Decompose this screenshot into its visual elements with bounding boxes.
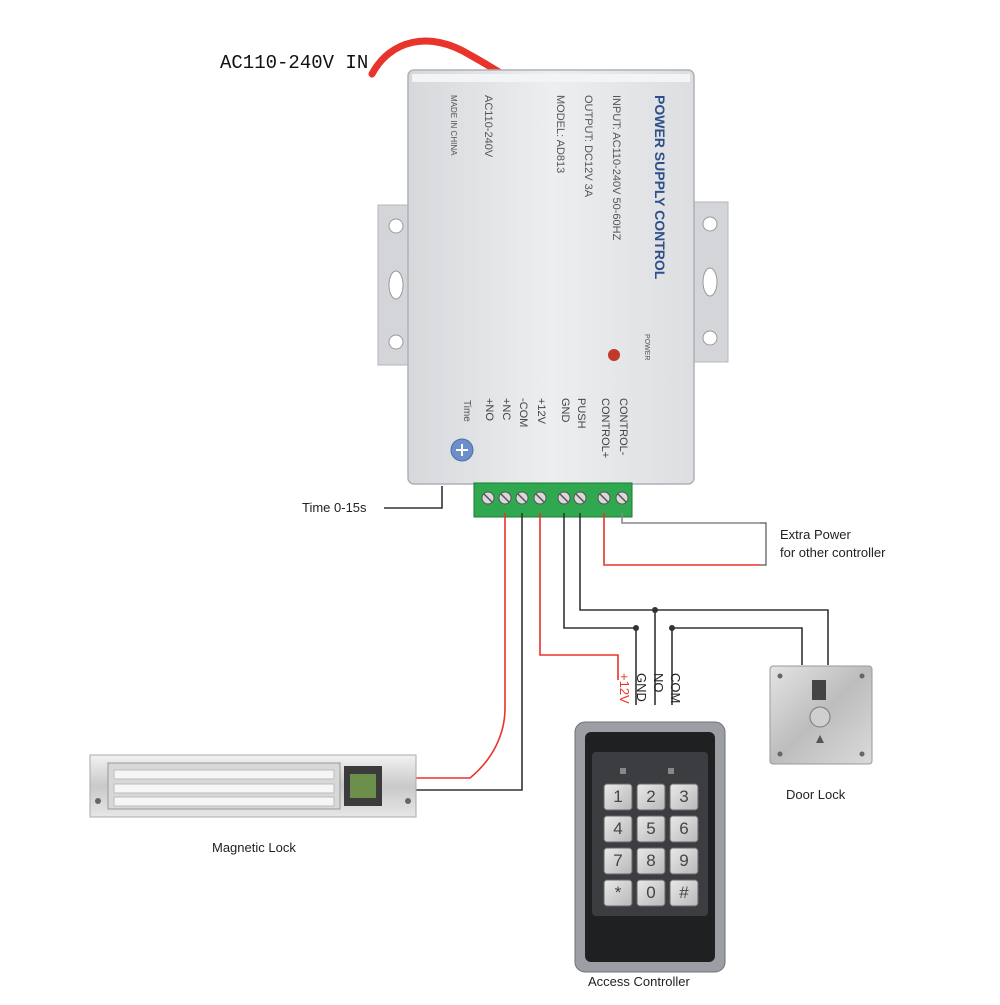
extra-power-bracket: [760, 522, 767, 566]
keypad-key-label: #: [679, 883, 689, 902]
door-icon: [812, 680, 826, 700]
keypad-key[interactable]: [603, 783, 633, 811]
wire-push: [579, 513, 829, 665]
mounting-bracket-right: [691, 201, 729, 363]
wire-maglock-black: [376, 513, 523, 791]
keypad-key[interactable]: [669, 847, 699, 875]
terminal-label: CONTROL+: [599, 398, 611, 459]
controller-wire-label-12v: +12V: [617, 673, 632, 704]
terminal-label: +NO: [483, 398, 495, 421]
keypad-key-label: 7: [613, 851, 623, 870]
access-controller: [574, 721, 726, 973]
keypad-key[interactable]: [669, 815, 699, 843]
controller-wire-label-com: COM: [668, 673, 683, 704]
keypad-key-label: 2: [646, 787, 656, 806]
box-ac-spec: AC110-240V: [482, 95, 494, 158]
wire-maglock-red: [376, 513, 506, 779]
terminal-label: CONTROL-: [617, 398, 629, 456]
extra-power-label: Extra Power: [780, 527, 851, 542]
terminal-label: PUSH: [575, 398, 587, 429]
power-led-label: POWER: [643, 334, 650, 361]
terminal-screw-slot: [559, 493, 569, 503]
box-made-in: MADE IN CHINA: [449, 95, 458, 156]
wire-door-com: [672, 627, 803, 665]
wire-extra-gray: [621, 513, 760, 524]
box-output-spec: OUTPUT: DC12V 3A: [582, 95, 594, 198]
wires: [376, 486, 829, 791]
keypad-key[interactable]: [603, 879, 633, 907]
keypad-key-label: 0: [646, 883, 656, 902]
keypad-key-label: 9: [679, 851, 689, 870]
keypad-key[interactable]: [636, 783, 666, 811]
access-controller-label: Access Controller: [588, 974, 690, 989]
hand-icon: [816, 735, 824, 743]
time-range-label: Time 0-15s: [302, 500, 367, 515]
door-lock: [769, 665, 873, 765]
terminal-screw-slot: [599, 493, 609, 503]
wire-controller-12v: [539, 513, 619, 680]
extra-power-sub-label: for other controller: [780, 545, 886, 560]
terminal-label: +NC: [500, 398, 512, 421]
terminal-label: GND: [559, 398, 571, 423]
keypad-key-label: 5: [646, 819, 656, 838]
box-input-spec: INPUT: AC110-240V 50-60HZ: [610, 95, 622, 241]
box-model: MODEL: AD813: [554, 95, 566, 174]
keypad-key-label: 8: [646, 851, 656, 870]
terminal-screw-slot: [517, 493, 527, 503]
time-knob-label: Time: [461, 400, 472, 422]
keypad-key[interactable]: [636, 847, 666, 875]
door-lock-label: Door Lock: [786, 787, 846, 802]
keypad-keys: [603, 783, 699, 907]
wire-extra-red: [603, 513, 760, 566]
keypad-key-label: 6: [679, 819, 689, 838]
wire-controller-gnd: [563, 513, 637, 705]
terminal-label: +12V: [535, 398, 547, 424]
terminal-screw-slot: [483, 493, 493, 503]
keypad-key[interactable]: [603, 847, 633, 875]
keypad-key-label: 3: [679, 787, 689, 806]
terminal-screw-slot: [500, 493, 510, 503]
magnetic-lock: [89, 754, 417, 818]
controller-wire-label-no: NO: [651, 673, 666, 693]
terminal-label: -COM: [517, 398, 529, 428]
terminal-screw-slot: [575, 493, 585, 503]
controller-wire-label-gnd: GND: [634, 673, 649, 702]
box-title: POWER SUPPLY CONTROL: [652, 95, 668, 280]
magnetic-lock-label: Magnetic Lock: [212, 840, 296, 855]
keypad-key[interactable]: [603, 815, 633, 843]
keypad-key[interactable]: [636, 879, 666, 907]
terminal-screw-slot: [617, 493, 627, 503]
keypad-key[interactable]: [669, 879, 699, 907]
keypad-key[interactable]: [636, 815, 666, 843]
keypad-key-label: 1: [613, 787, 623, 806]
keypad-key-label: 4: [613, 819, 623, 838]
keypad-key-label: *: [614, 883, 622, 902]
power-led-icon: [608, 349, 620, 361]
keypad-key[interactable]: [669, 783, 699, 811]
terminal-screw-slot: [535, 493, 545, 503]
ac-input-label: AC110-240V IN: [220, 52, 369, 74]
time-pointer-line: [384, 486, 443, 509]
